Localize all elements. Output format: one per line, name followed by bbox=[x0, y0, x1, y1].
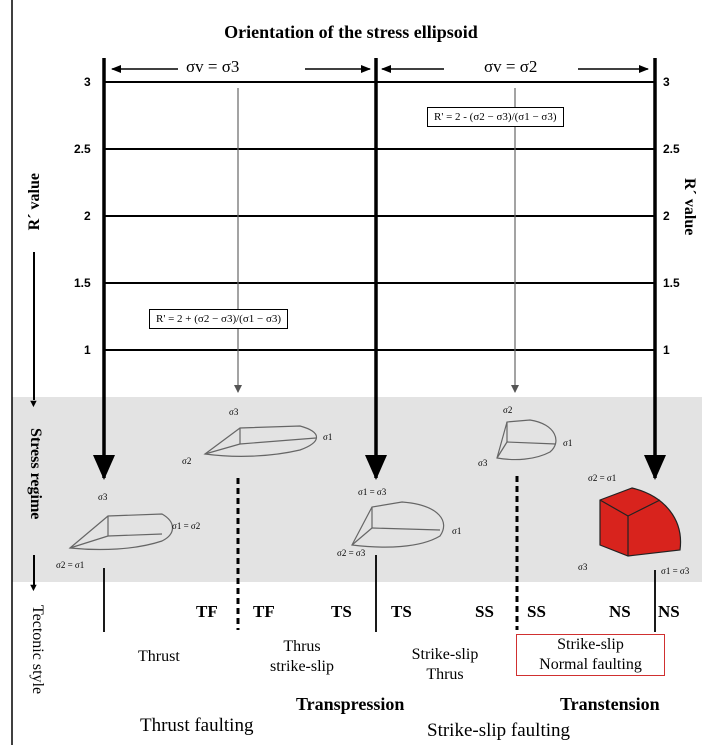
e4-label-top: σ2 bbox=[503, 405, 513, 415]
formula-upper-box: R' = 2 - (σ2 − σ3)/(σ1 − σ3) bbox=[427, 107, 564, 127]
group-strike-slip-faulting: Strike-slip faulting bbox=[427, 720, 571, 741]
e3-label-right: σ1 bbox=[452, 526, 462, 536]
stress-regime-arrow: ▼ bbox=[28, 582, 39, 594]
y-tick-left-2: 2 bbox=[84, 209, 91, 223]
y-tick-right-3: 3 bbox=[663, 75, 670, 89]
y-tick-left-3: 3 bbox=[84, 75, 91, 89]
e2-label-right: σ1 bbox=[323, 432, 333, 442]
e5-label-left: σ3 bbox=[578, 562, 588, 572]
desc-ss-normal-line2: Normal faulting bbox=[539, 656, 642, 673]
desc-ss-normal-box: Strike-slip Normal faulting bbox=[516, 634, 665, 676]
desc-ss-normal-line1: Strike-slip bbox=[557, 636, 624, 653]
code-tf-1: TF bbox=[196, 602, 218, 621]
code-ns-1: NS bbox=[609, 602, 631, 621]
e5-label-right: σ1 = σ3 bbox=[661, 566, 690, 576]
group-thrust-faulting: Thrust faulting bbox=[140, 715, 254, 736]
left-axis-connector bbox=[33, 252, 35, 400]
code-ts-2: TS bbox=[391, 602, 412, 621]
code-ss-2: SS bbox=[527, 602, 546, 621]
desc-ss-thrust: Strike-slip Thrus bbox=[395, 645, 495, 685]
condition-right: σv = σ2 bbox=[484, 57, 538, 76]
e1-label-bottom: σ2 = σ1 bbox=[56, 560, 85, 570]
e4-label-right: σ1 bbox=[563, 438, 573, 448]
stress-ellipsoid-3 bbox=[351, 501, 445, 548]
group-transpression: Transpression bbox=[296, 694, 405, 714]
formula-lower-box: R' = 2 + (σ2 − σ3)/(σ1 − σ3) bbox=[149, 309, 289, 329]
left-axis-arrow: ▼ bbox=[28, 398, 39, 410]
condition-left: σv = σ3 bbox=[186, 57, 240, 76]
y-tick-right-1: 1 bbox=[663, 343, 670, 357]
left-axis-label: R´ value bbox=[26, 173, 43, 231]
arrowhead-middle bbox=[365, 455, 387, 480]
arrowhead-left bbox=[93, 455, 115, 480]
y-tick-right-2: 2 bbox=[663, 209, 670, 223]
diagram-title: Orientation of the stress ellipsoid bbox=[224, 22, 478, 42]
y-tick-left-1: 1 bbox=[84, 343, 91, 357]
e2-label-top: σ3 bbox=[229, 407, 239, 417]
code-ts-1: TS bbox=[331, 602, 352, 621]
e1-label-top: σ3 bbox=[98, 492, 108, 502]
e4-label-bottom: σ3 bbox=[478, 458, 488, 468]
code-tf-2: TF bbox=[253, 602, 275, 621]
desc-ss-thrust-line2: Thrus bbox=[426, 666, 464, 683]
right-axis-label: R´ value bbox=[681, 178, 698, 236]
y-tick-right-1-5: 1.5 bbox=[663, 276, 680, 290]
desc-ss-thrust-line1: Strike-slip bbox=[411, 646, 479, 663]
desc-thrust-ss: Thrus strike-slip bbox=[252, 637, 352, 677]
stress-ellipsoid-5-red bbox=[599, 487, 682, 557]
code-ns-2: NS bbox=[658, 602, 680, 621]
e5-label-top: σ2 = σ1 bbox=[588, 473, 617, 483]
y-tick-left-2-5: 2.5 bbox=[74, 142, 91, 156]
stress-regime-band bbox=[12, 397, 702, 582]
desc-thrust-ss-line2: strike-slip bbox=[270, 658, 334, 675]
desc-thrust-ss-line1: Thrus bbox=[283, 638, 321, 655]
e3-label-bottom: σ2 = σ3 bbox=[337, 548, 366, 558]
stress-regime-label: Stress regime bbox=[27, 428, 44, 520]
arrowhead-right bbox=[644, 455, 666, 480]
stress-ellipsoid-4 bbox=[496, 419, 557, 461]
code-ss-1: SS bbox=[475, 602, 494, 621]
group-transtension: Transtension bbox=[560, 694, 660, 714]
stress-regime-connector bbox=[33, 555, 35, 585]
e2-label-bottom: σ2 bbox=[182, 456, 192, 466]
stress-ellipsoid-1 bbox=[68, 513, 174, 551]
y-tick-left-1-5: 1.5 bbox=[74, 276, 91, 290]
desc-thrust: Thrust bbox=[138, 648, 180, 665]
y-tick-right-2-5: 2.5 bbox=[663, 142, 680, 156]
stress-ellipsoid-2 bbox=[203, 425, 318, 457]
e1-label-right: σ1 = σ2 bbox=[172, 521, 201, 531]
tectonic-style-label: Tectonic style bbox=[29, 605, 46, 695]
e3-label-top: σ1 = σ3 bbox=[358, 487, 387, 497]
